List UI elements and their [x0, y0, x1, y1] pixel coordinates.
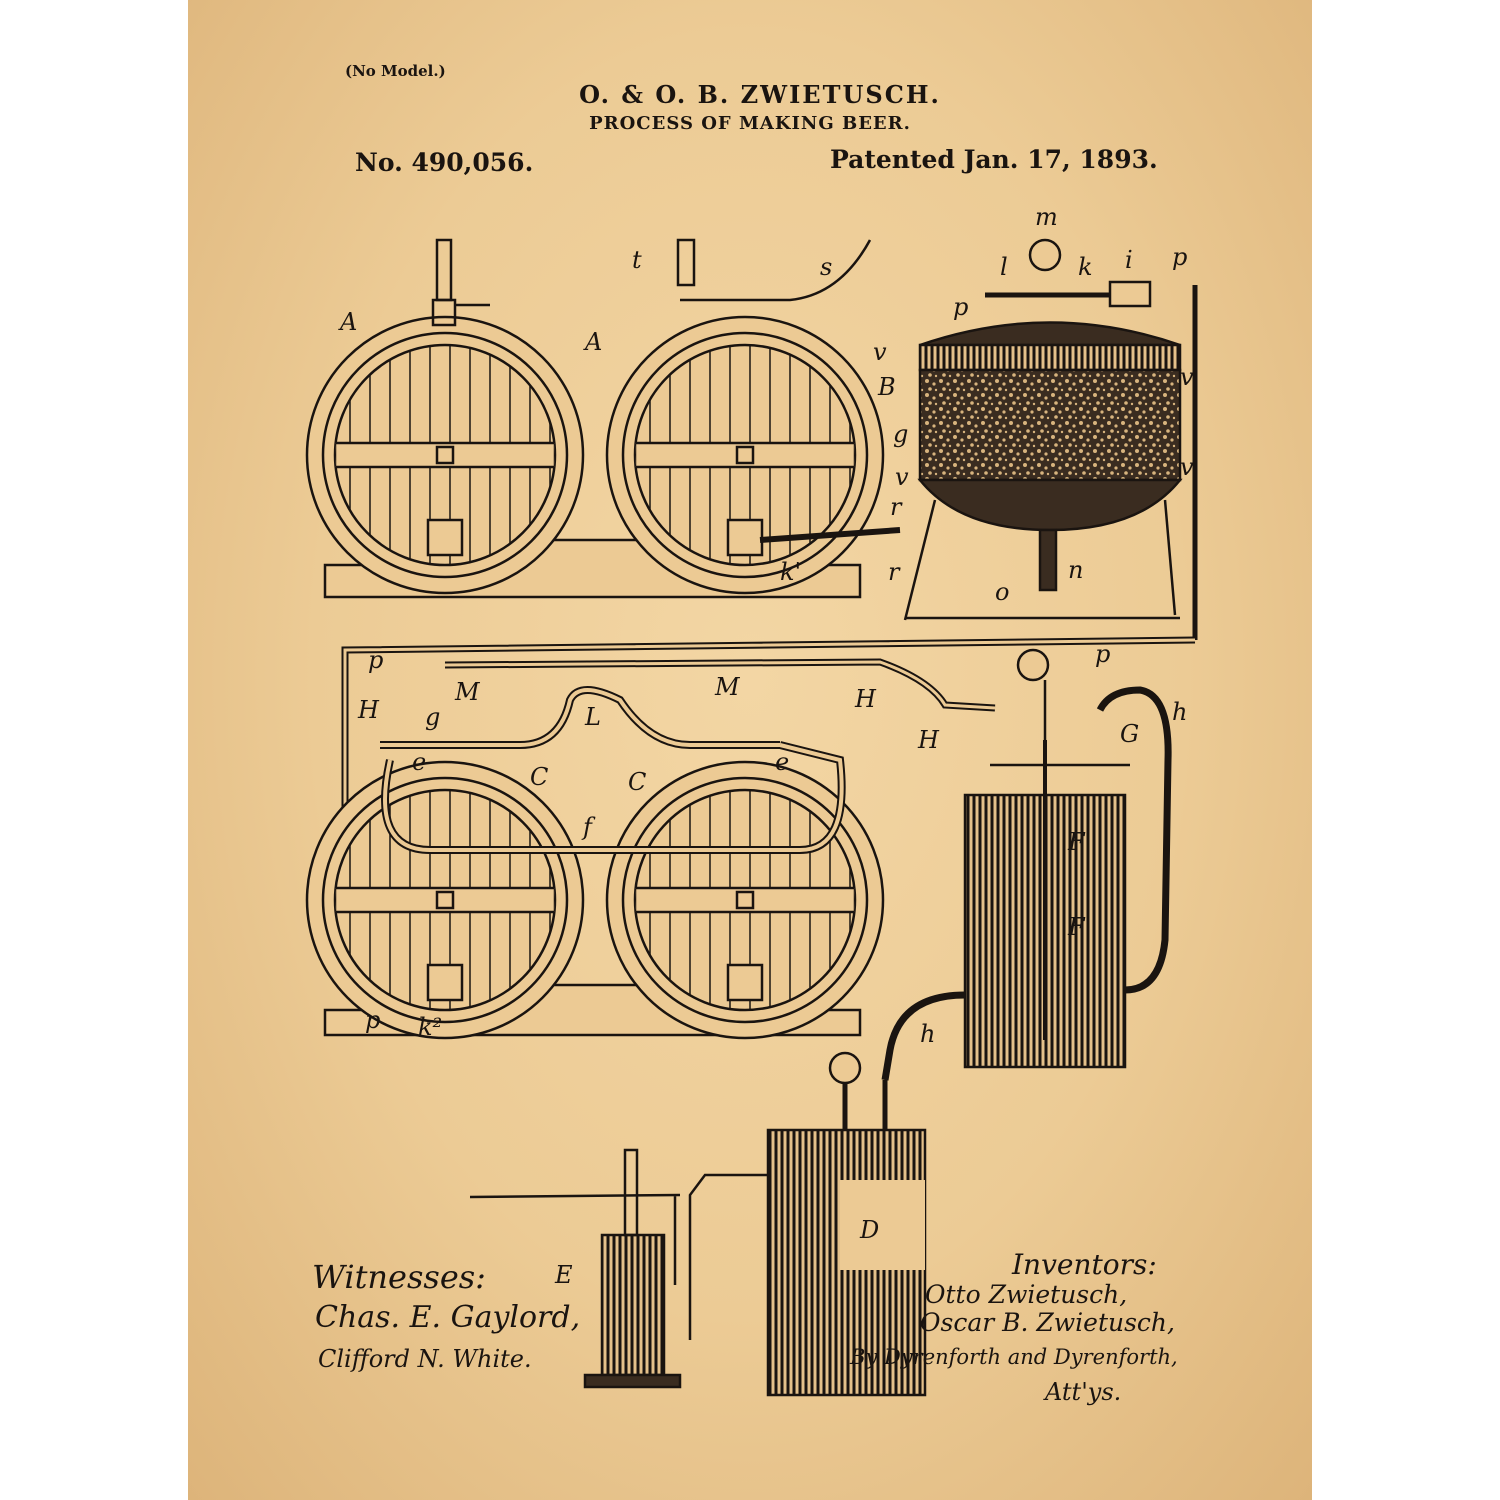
pump-e — [469, 1148, 682, 1389]
reference-letter: p — [368, 646, 383, 674]
barrel-upper-right — [605, 238, 901, 595]
reference-letter: L — [584, 703, 601, 731]
reference-letter: v — [873, 338, 887, 366]
tank-d — [688, 1051, 927, 1397]
reference-letter: h — [920, 1020, 935, 1048]
reference-letter: p — [953, 293, 968, 321]
reference-letter: m — [1035, 203, 1058, 231]
reference-letter: p — [365, 1006, 380, 1034]
reference-letter: G — [1120, 720, 1139, 748]
reference-letter: H — [357, 696, 380, 724]
patent-title: O. & O. B. ZWIETUSCH. — [579, 80, 941, 109]
reference-letter: k' — [780, 558, 801, 586]
reference-letter: B — [877, 373, 896, 401]
reference-letter: F — [1067, 913, 1086, 941]
invention-name: PROCESS OF MAKING BEER. — [589, 113, 911, 134]
reference-letter: M — [714, 673, 741, 701]
witness-signature-1: Chas. E. Gaylord, — [315, 1300, 581, 1335]
reference-letter: t — [632, 246, 642, 274]
reference-letter: h — [1172, 698, 1187, 726]
inventor-signature-1: Otto Zwietusch, — [925, 1280, 1128, 1309]
reference-letter: H — [917, 726, 940, 754]
tank-b — [903, 238, 1198, 640]
reference-letter: H — [854, 685, 877, 713]
reference-letter: f — [581, 813, 596, 841]
reference-letter: e — [412, 748, 426, 776]
reference-letter: n — [1068, 556, 1083, 584]
patent-number: No. 490,056. — [355, 148, 534, 177]
reference-letter: i — [1125, 246, 1133, 274]
reference-letter: r — [888, 558, 901, 586]
reference-letter: k² — [418, 1013, 442, 1041]
reference-letter: l — [1000, 253, 1008, 281]
reference-letter: r — [890, 493, 903, 521]
reference-letter: A — [338, 308, 357, 336]
patent-paper — [188, 0, 1312, 1500]
reference-letter: p — [1172, 243, 1187, 271]
reference-letter: k — [1078, 253, 1093, 281]
reference-letter: C — [628, 768, 646, 796]
reference-letter: v — [1180, 453, 1194, 481]
witnesses-label: Witnesses: — [312, 1258, 486, 1296]
inventors-label: Inventors: — [1012, 1248, 1157, 1281]
patent-date: Patented Jan. 17, 1893. — [830, 145, 1158, 174]
attorneys-signature: By Dyrenforth and Dyrenforth, — [850, 1345, 1178, 1369]
reference-letter: g — [425, 703, 440, 731]
reference-letter: C — [530, 763, 548, 791]
attorneys-abbrev: Att'ys. — [1045, 1378, 1122, 1406]
reference-letter: e — [775, 748, 789, 776]
reference-letter: g — [893, 420, 908, 448]
barrel-lower-right — [380, 686, 885, 1040]
reference-letter: A — [583, 328, 602, 356]
reference-letter: s — [820, 253, 832, 281]
witness-signature-2: Clifford N. White. — [318, 1345, 532, 1373]
no-model-note: (No Model.) — [345, 62, 446, 80]
tank-f — [881, 648, 1172, 1081]
reference-letter: p — [1095, 640, 1110, 668]
barrel-upper-left — [305, 238, 862, 599]
reference-letter: D — [859, 1216, 879, 1244]
reference-letter: v — [1180, 363, 1194, 391]
reference-letter: M — [454, 678, 481, 706]
reference-letters: A A t s m l k i p p v B v g v v r r k' n… — [338, 203, 1194, 1289]
reference-letter: o — [995, 578, 1009, 606]
reference-letter: E — [554, 1261, 573, 1289]
reference-letter: v — [895, 463, 909, 491]
inventor-signature-2: Oscar B. Zwietusch, — [920, 1308, 1175, 1337]
reference-letter: F — [1067, 828, 1086, 856]
